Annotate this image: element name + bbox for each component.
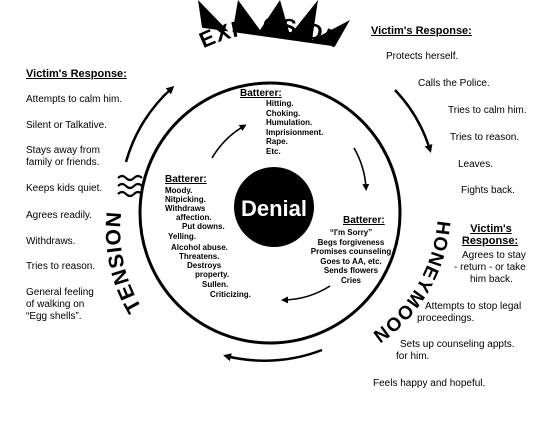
batterer-tension-title: Batterer: [165,174,207,185]
batterer-honeymoon-item: Cries [340,275,361,285]
batterer-explosion-item: Humulation. [266,118,313,128]
denial-disk [234,167,314,247]
batterer-tension-item: Put downs. [182,222,225,231]
left-response-heading: Victim's Response: [26,68,127,80]
batterer-honeymoon-item: “I'm Sorry” [329,228,373,237]
explosion-label-bg [188,26,360,84]
left-response-item: Silent or Talkative. [26,120,107,131]
left-response-item: Keeps kids quiet. [26,183,103,194]
batterer-tension-item: Sullen. [202,280,229,289]
batterer-explosion-item: Choking. [266,108,301,118]
bottom-right-response-item: Feels happy and hopeful. [373,378,486,389]
batterer-explosion-item: Imprisionment. [266,127,324,137]
batterer-tension-item: Yelling. [168,232,197,241]
batterer-explosion-item: Hitting. [266,99,294,108]
batterer-explosion-item: Rape. [266,137,288,147]
bottom-right-response-heading-1: Victim's [470,223,512,235]
outer-arrow-bottom [223,348,323,362]
left-response-item: family or friends. [26,157,100,168]
bottom-right-response-item: Attempts to stop legal [425,301,522,312]
bottom-right-response-item: - return - or take [454,262,526,273]
bottom-right-response-item: him back. [470,274,513,285]
left-response-item: Tries to reason. [26,261,96,272]
left-response-item: Agrees readily. [26,210,92,221]
batterer-explosion-item: Etc. [266,146,281,156]
left-response-item: “Egg shells”. [26,311,82,322]
left-response-item: Stays away from [26,145,100,156]
batterer-honeymoon-item: Sends flowers [323,266,379,276]
batterer-tension-item: Destroys [187,261,222,270]
outer-arrow-top-right [394,89,433,153]
inner-arrow-right [353,147,370,191]
batterer-honeymoon-block: “I'm Sorry” Begs forgiveness Promises co… [302,228,400,286]
batterer-tension-item: affection. [176,213,212,222]
bottom-right-response-item: Sets up counseling appts. [400,339,515,350]
batterer-honeymoon-item: Promises counseling [310,247,392,257]
bottom-right-response-item: proceedings. [417,313,475,324]
inner-arrow-bottom [281,285,331,304]
batterer-tension-item: Moody. [165,186,193,195]
left-response-item: General feeling [26,287,94,298]
top-right-response-item: Tries to calm him. [448,105,527,116]
batterer-tension-item: Alcohol abuse. [171,243,228,252]
left-response-item: Attempts to calm him. [26,94,123,105]
batterer-tension-item: Nitpicking. [165,195,206,204]
top-right-response-item: Protects herself. [386,51,459,62]
bottom-right-response-item: Agrees to stay [462,250,526,261]
batterer-tension-item: property. [195,270,230,279]
left-response-item: Withdraws. [26,236,76,247]
batterer-tension-item: Criticizing. [210,290,251,299]
batterer-tension-item: Withdraws [165,204,206,213]
batterer-honeymoon-title: Batterer: [343,215,385,226]
center-denial: Denial [241,196,307,221]
outer-circle [138,81,402,345]
top-right-response-item: Tries to reason. [450,132,520,143]
inner-arrow-top [211,124,247,159]
left-response-item: of walking on [26,299,85,310]
batterer-tension-item: Threatens. [179,252,220,261]
top-right-response-item: Leaves. [458,159,494,170]
batterer-explosion-block: Batterer: Hitting. Choking. Humulation. … [240,88,323,157]
top-right-response-heading: Victim's Response: [371,25,472,37]
batterer-honeymoon-item: Begs forgiveness [317,237,385,247]
batterer-explosion-title: Batterer: [240,88,282,99]
tension-squiggle-icon [117,174,143,198]
bottom-right-response-item: for him. [396,351,430,362]
outer-arrow-top-left [124,85,175,163]
bottom-right-response-heading-2: Response: [461,235,519,247]
batterer-honeymoon-item: Goes to AA, etc. [320,256,382,266]
top-right-response-item: Fights back. [461,185,515,196]
top-right-response-item: Calls the Police. [418,78,490,89]
